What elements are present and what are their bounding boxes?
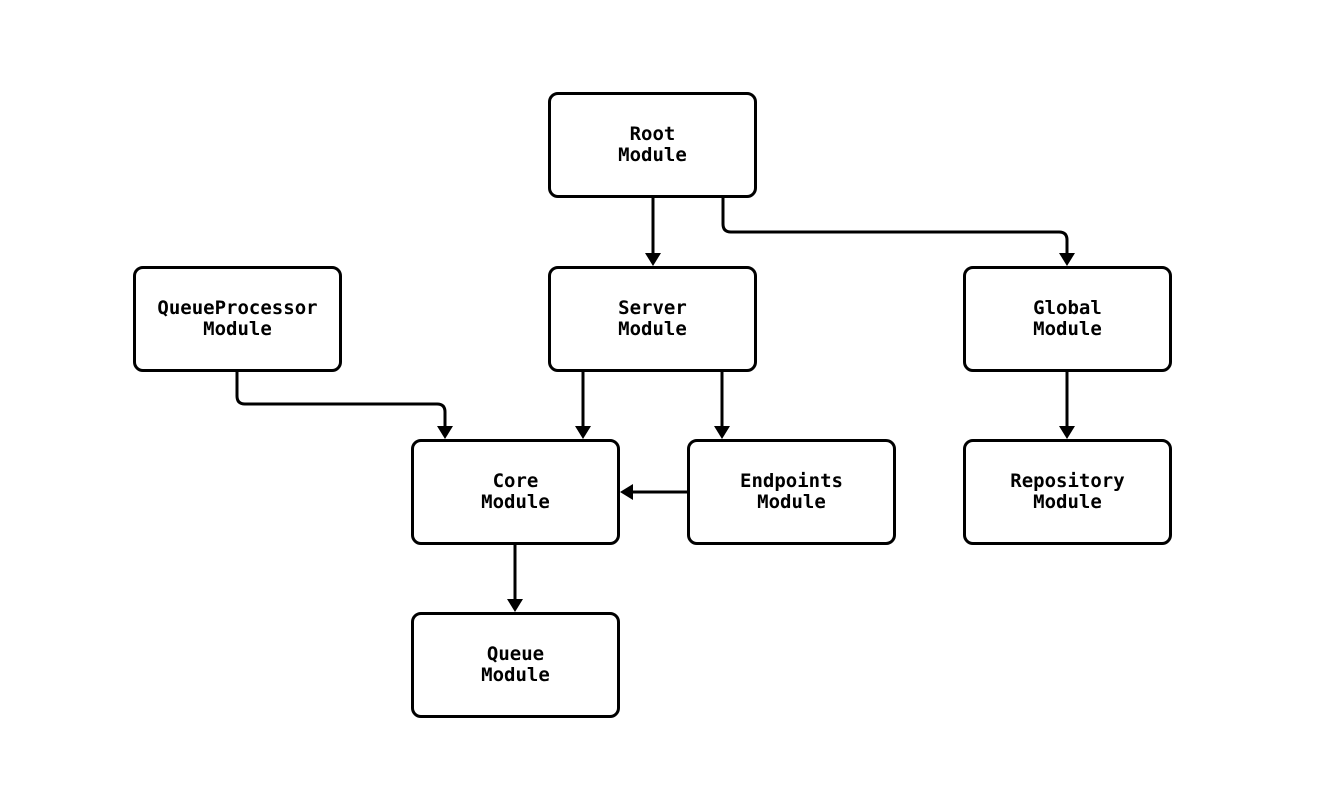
node-global: Global Module [963,266,1172,372]
node-endpoints: Endpoints Module [687,439,896,545]
node-endpoints-label: Endpoints Module [740,470,843,513]
node-queue-label: Queue Module [481,643,550,686]
edge-queueprocessor-to-core [235,372,447,427]
arrowhead-root-to-global [1059,253,1075,266]
node-core-label: Core Module [481,470,550,513]
arrowhead-root-to-server [645,253,661,266]
node-queueprocessor: QueueProcessor Module [133,266,342,372]
arrowhead-endpoints-to-core [620,484,633,500]
arrowhead-global-to-repository [1059,426,1075,439]
node-server: Server Module [548,266,757,372]
arrowhead-core-to-queue [507,599,523,612]
node-root-label: Root Module [618,123,687,166]
arrowhead-server-to-endpoints [714,426,730,439]
node-queue: Queue Module [411,612,620,718]
arrowhead-queueprocessor-to-core [437,426,453,439]
edge-root-to-global [721,198,1069,254]
node-global-label: Global Module [1033,297,1102,340]
node-root: Root Module [548,92,757,198]
node-repository-label: Repository Module [1010,470,1125,513]
arrowhead-server-to-core [575,426,591,439]
node-core: Core Module [411,439,620,545]
node-repository: Repository Module [963,439,1172,545]
node-queueprocessor-label: QueueProcessor Module [157,297,318,340]
node-server-label: Server Module [618,297,687,340]
